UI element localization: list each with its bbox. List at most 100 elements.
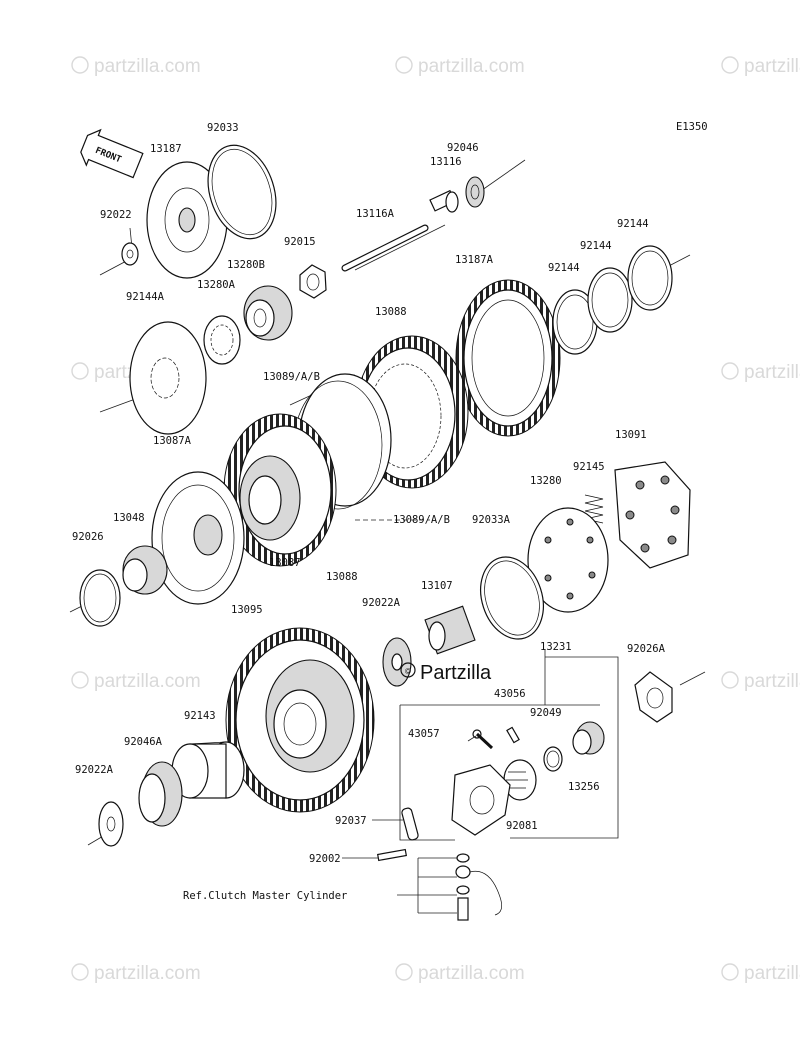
part-92033-ring [207,144,277,240]
label-92022A: 92022A [362,597,401,609]
part-92015-nut [299,264,327,299]
svg-text:partzilla.com: partzilla.com [744,963,800,984]
svg-text:partzilla.com: partzilla.com [94,963,201,984]
label-92002: 92002 [309,853,341,865]
part-92046-bearing [465,176,485,208]
label-13187A: 13187A [455,254,494,266]
label-13089-top: 13089/A/B [263,371,320,383]
watermark-10: partzilla.com [721,963,800,984]
part-13116-pushrod [429,189,459,213]
part-13091-spring-plate [614,461,691,569]
label-92022A-lower: 92022A [75,764,114,776]
watermark-1: partzilla.com [71,56,201,77]
part-13048-bearing [122,545,168,595]
watermark-9: partzilla.com [395,963,525,984]
part-92144A-shim [129,321,207,435]
part-13280A-plate [203,315,241,365]
label-13095: 13095 [231,604,263,616]
label-92144-c: 92144 [617,218,649,230]
part-92049-seal [543,746,563,772]
part-43056-valve [506,726,520,744]
part-92022-washer [121,242,139,266]
watermark-7: partzilla.com [721,671,800,692]
part-13087-hub [223,413,337,567]
part-92026A-cover [634,671,673,723]
label-92026A: 92026A [627,643,666,655]
bracket-lines [342,650,619,914]
reference-note: Ref.Clutch Master Cylinder [183,890,347,902]
label-92081: 92081 [506,820,538,832]
label-13089-bottom: 13089/A/B [393,514,450,526]
part-92026-circlip [79,569,121,627]
part-92022A-washer [382,637,412,687]
part-13116A-rod [341,224,429,272]
svg-text:©: © [405,667,411,676]
svg-text:partzilla.com: partzilla.com [744,362,800,383]
part-13256-piston [572,721,605,755]
label-92026: 92026 [72,531,104,543]
svg-text:Partzilla: Partzilla [420,662,492,684]
label-13280: 13280 [530,475,562,487]
label-92046A: 92046A [124,736,163,748]
label-43057: 43057 [408,728,440,740]
label-13280A: 13280A [197,279,236,291]
part-13280B-hub [243,285,293,341]
part-92144-shim-b [587,267,633,333]
label-13116: 13116 [430,156,462,168]
part-92033A-ring [480,556,544,640]
part-92022A-washer-lower [98,801,124,847]
watermark-2: partzilla.com [395,56,525,77]
watermark-3: partzilla.com [721,56,800,77]
label-92015: 92015 [284,236,316,248]
label-92145: 92145 [573,461,605,473]
part-92144-shim-a [552,289,598,355]
part-13187A-plate [455,279,561,437]
label-92033: 92033 [207,122,239,134]
label-13091: 13091 [615,429,647,441]
label-13187: 13187 [150,143,182,155]
part-13280-lifter-plate [527,507,609,613]
svg-text:partzilla.com: partzilla.com [418,56,525,77]
label-92049: 92049 [530,707,562,719]
label-43056: 43056 [494,688,526,700]
svg-text:partzilla.com: partzilla.com [744,671,800,692]
part-92144-shim-c [627,245,673,311]
part-92143-collar [171,741,245,799]
watermark-6: partzilla.com [71,671,201,692]
svg-text:partzilla.com: partzilla.com [94,671,201,692]
label-13116A: 13116A [356,208,395,220]
label-92144-b: 92144 [580,240,612,252]
part-labels: E1350 13187 92033 92022 92046 13116 1311… [72,121,708,902]
watermark-8: partzilla.com [71,963,201,984]
label-13048: 13048 [113,512,145,524]
watermark-5: partzilla.com [721,362,800,383]
label-13087A: 13087A [153,435,192,447]
part-43057-bleeder [472,729,494,750]
label-92022: 92022 [100,209,132,221]
part-13095-outer-housing [225,627,375,813]
part-92002-bolt [376,848,408,862]
label-92144A: 92144A [126,291,165,303]
label-92143: 92143 [184,710,216,722]
label-13087: 13087 [269,557,301,569]
part-slave-cylinder-body [451,764,511,836]
label-92046: 92046 [447,142,479,154]
code-label: E1350 [676,121,708,133]
label-13280B: 13280B [227,259,265,271]
label-13256: 13256 [568,781,600,793]
label-92033A: 92033A [472,514,511,526]
label-13107: 13107 [421,580,453,592]
part-13087A-pressure-plate [151,471,245,605]
label-13231: 13231 [540,641,572,653]
part-13107-sleeve [424,605,476,655]
label-13088-bottom: 13088 [326,571,358,583]
part-92037-pin [401,807,419,841]
front-arrow-icon: FRONT [80,128,144,179]
label-92144-a: 92144 [548,262,580,274]
label-92037: 92037 [335,815,367,827]
svg-text:partzilla.com: partzilla.com [418,963,525,984]
part-13187-disc [146,161,228,279]
label-13088-top: 13088 [375,306,407,318]
part-banjo-fittings [455,853,502,921]
